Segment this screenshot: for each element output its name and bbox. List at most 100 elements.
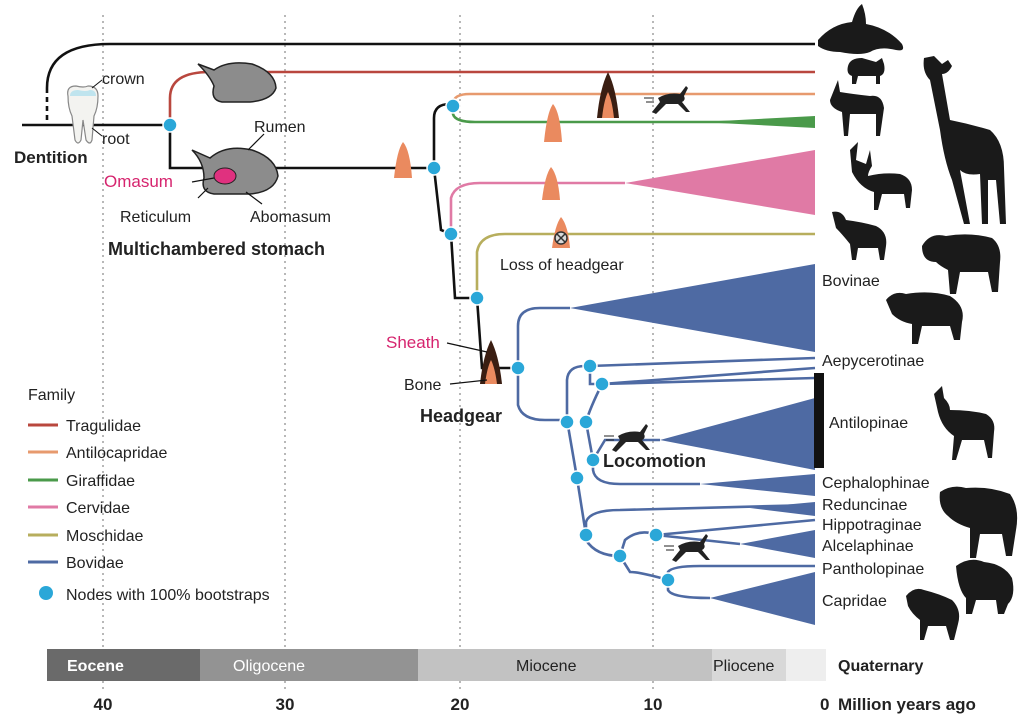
callout-lines [446, 342, 488, 385]
pronghorn-silhouette [830, 80, 884, 136]
clade-label-hippotraginae: Hippotraginae [822, 517, 922, 534]
running-antelope-icons [604, 86, 710, 562]
musk-deer-silhouette [832, 211, 887, 260]
epoch-label-pliocene: Pliocene [713, 658, 774, 675]
clade-label-bovinae: Bovinae [822, 273, 880, 290]
legend-label: Antilocapridae [66, 445, 168, 462]
cervidae-wedge [625, 150, 815, 215]
bootstrap-legend-label: Nodes with 100% bootstraps [66, 587, 270, 604]
legend-item: Giraffidae [28, 473, 135, 490]
legend-title: Family [28, 387, 75, 404]
bovinae-wedge [570, 264, 815, 352]
sheath-horn-icon [480, 72, 619, 384]
axis-tick-0: 0 [820, 695, 829, 714]
dentition-title: Dentition [14, 148, 88, 167]
loss-of-headgear-label: Loss of headgear [500, 257, 624, 274]
ibex-silhouette [906, 588, 960, 640]
epoch-label-miocene: Miocene [516, 658, 577, 675]
horn-icon [544, 104, 562, 142]
legend-item: Bovidae [28, 555, 124, 572]
ram-silhouette [956, 559, 1014, 614]
wildebeest-silhouette [939, 486, 1018, 558]
crown-label: crown [102, 71, 145, 88]
rumen-label: Rumen [254, 119, 306, 136]
clade-labels: Bovinae Aepycerotinae Antilopinae Cephal… [822, 273, 930, 610]
clade-label-pantholopinae: Pantholopinae [822, 561, 924, 578]
legend-label: Moschidae [66, 528, 143, 545]
bovidae-wedges [570, 264, 815, 625]
animal-silhouettes [818, 4, 1018, 640]
giraffidae-branch [451, 104, 815, 124]
legend-label: Cervidae [66, 500, 130, 517]
clade-label-caprinae: Capridae [822, 593, 887, 610]
reduncinae-wedge [750, 502, 815, 516]
axis-tick-10: 10 [644, 695, 663, 714]
legend-label: Bovidae [66, 555, 124, 572]
buffalo-silhouette [922, 234, 1001, 294]
chevrotain-silhouette [847, 58, 885, 84]
horn-icon [394, 142, 412, 178]
stomach-icon-multichambered [191, 147, 279, 195]
omasum-label: Omasum [104, 172, 173, 191]
giraffe-silhouette [923, 56, 1006, 224]
clade-label-aepycerotinae: Aepycerotinae [822, 353, 924, 370]
bootstrap-nodes [162, 98, 676, 588]
legend-label: Giraffidae [66, 473, 135, 490]
axis-tick-20: 20 [451, 695, 470, 714]
root-label: root [102, 131, 130, 148]
caprinae-wedge [710, 572, 815, 625]
epoch-label-eocene: Eocene [67, 658, 124, 675]
epoch-bar: Eocene Oligocene Miocene Pliocene Quater… [47, 649, 923, 681]
bootstrap-node-icon [39, 586, 53, 600]
clade-label-antilopinae: Antilopinae [829, 415, 908, 432]
legend-item: Antilocapridae [28, 445, 168, 462]
antilocapridae-branch [451, 92, 815, 105]
axis-unit-label: Million years ago [838, 695, 976, 714]
reticulum-label: Reticulum [120, 209, 191, 226]
antilopinae-bracket [814, 373, 824, 468]
cattle-silhouette [886, 292, 963, 344]
tooth-icon [67, 85, 99, 144]
antilopinae-wedge [660, 398, 815, 470]
family-legend: Family Tragulidae Antilocapridae Giraffi… [28, 387, 270, 604]
alcelaphinae-wedge [740, 530, 815, 558]
moschidae-branch [475, 232, 815, 298]
clade-label-cephalophinae: Cephalophinae [822, 475, 930, 492]
epoch-quaternary [786, 649, 826, 681]
giraffidae-wedge [700, 116, 815, 128]
horn-icon [542, 167, 560, 200]
loss-of-headgear-icon [554, 231, 568, 245]
clade-label-reduncinae: Reduncinae [822, 497, 908, 514]
stomach-title: Multichambered stomach [108, 239, 325, 259]
orca-silhouette [818, 4, 904, 54]
backbone-tree [22, 42, 815, 370]
abomasum-label: Abomasum [250, 209, 331, 226]
impala-silhouette [934, 386, 995, 460]
locomotion-title: Locomotion [603, 451, 706, 471]
bone-label: Bone [404, 377, 441, 394]
tooth-callouts [91, 79, 103, 137]
deer-silhouette [850, 142, 912, 210]
epoch-oligocene [200, 649, 418, 681]
epoch-eocene [47, 649, 200, 681]
axis-tick-40: 40 [94, 695, 113, 714]
clade-label-alcelaphinae: Alcelaphinae [822, 538, 914, 555]
cephalophinae-wedge [700, 474, 815, 496]
horn-icons [394, 104, 570, 248]
stomach-callouts [191, 133, 265, 205]
cervidae-branch [449, 181, 625, 234]
headgear-title: Headgear [420, 406, 502, 426]
time-axis: 40 30 20 10 0 Million years ago [94, 695, 976, 714]
sheath-label: Sheath [386, 333, 440, 352]
legend-item: Tragulidae [28, 418, 141, 435]
epoch-label-quaternary: Quaternary [838, 658, 923, 675]
legend-label: Tragulidae [66, 418, 141, 435]
axis-tick-30: 30 [276, 695, 295, 714]
legend-item: Cervidae [28, 500, 130, 517]
epoch-label-oligocene: Oligocene [233, 658, 305, 675]
time-gridlines [102, 15, 654, 690]
epoch-pliocene [712, 649, 786, 681]
stomach-icon-simple [197, 62, 277, 103]
legend-item: Moschidae [28, 528, 143, 545]
